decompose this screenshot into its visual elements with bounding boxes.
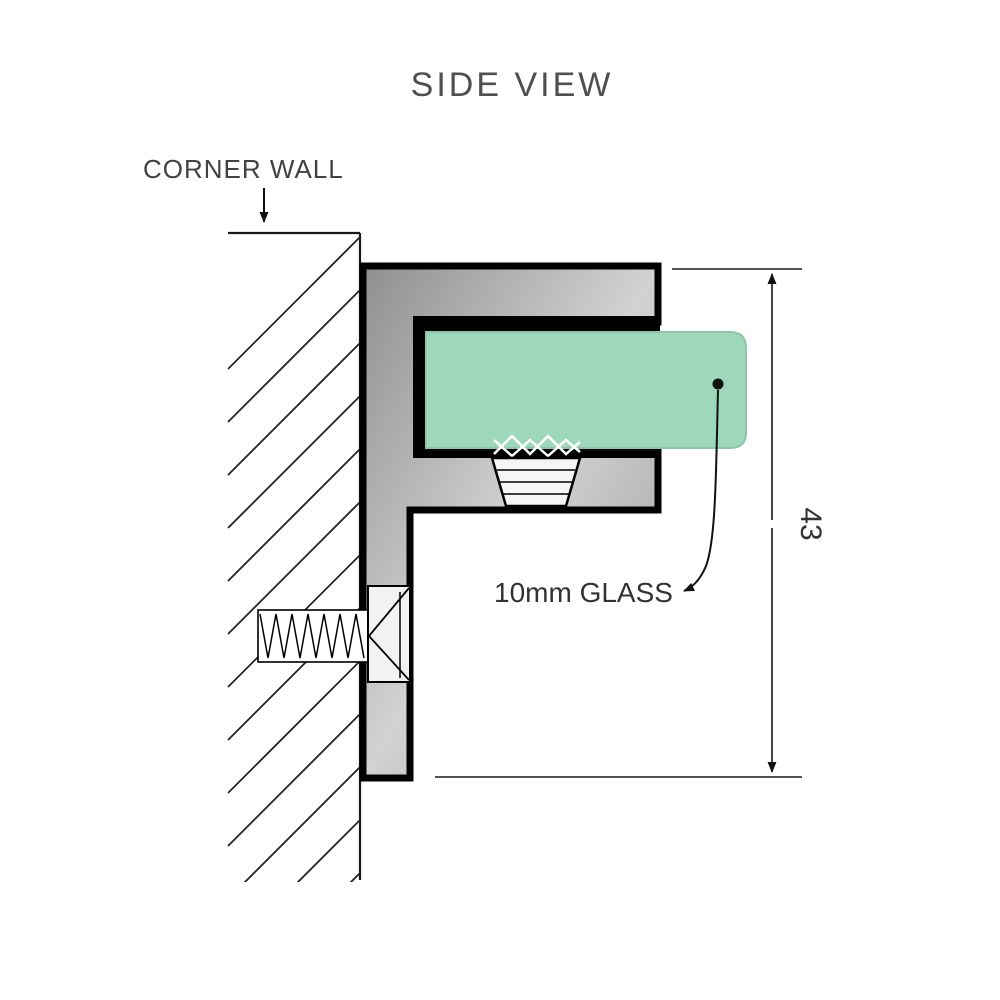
diagram-title: SIDE VIEW [411, 66, 614, 104]
glass-panel [425, 331, 747, 449]
grub-screw [490, 434, 582, 508]
dimension-43: 43 [435, 268, 827, 778]
screw-threads [259, 613, 365, 659]
mounting-screw [257, 585, 411, 683]
screw-head [367, 585, 411, 683]
glass-label: 10mm GLASS [494, 577, 673, 608]
corner-wall-label: CORNER WALL [143, 154, 344, 184]
glass-leader-line [683, 389, 719, 592]
leader-dot [712, 378, 724, 390]
dimension-value: 43 [794, 507, 827, 540]
